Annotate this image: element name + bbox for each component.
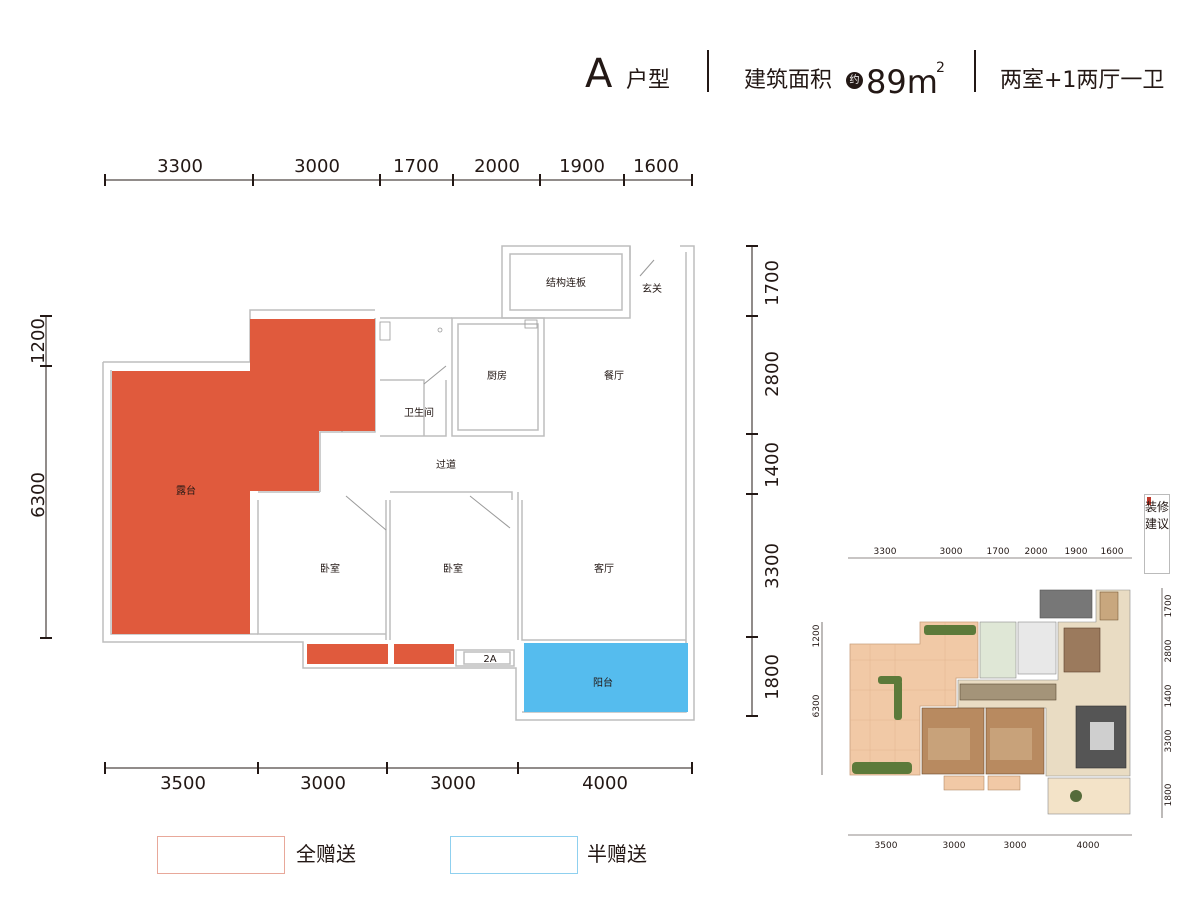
mini-top-dim-label: 3300 (874, 547, 897, 557)
area-unit-superscript: 2 (936, 60, 945, 76)
room-label-bedroom: 卧室 (443, 562, 463, 575)
room-label-bedroom: 卧室 (320, 562, 340, 575)
legend-label-half-gift: 半赠送 (587, 842, 647, 866)
right-dimension-line: 1700 2800 1400 3300 1800 (746, 245, 780, 717)
furnished-plan-thumbnail: 3300 3000 1700 2000 1900 1600 3500 3000 … (800, 535, 1200, 855)
top-dim-label: 1900 (559, 156, 605, 177)
mini-balcony (1047, 777, 1131, 815)
legend-label-full-gift: 全赠送 (296, 842, 356, 866)
mini-right-dim-label: 1800 (1164, 783, 1174, 806)
mini-bathroom (979, 621, 1017, 679)
mini-coffee-table (1090, 722, 1114, 750)
mini-top-dim-label: 1900 (1065, 547, 1088, 557)
fixtures (379, 319, 538, 341)
mini-top-dim-label: 1700 (987, 547, 1010, 557)
mini-bay-window-2 (987, 775, 1021, 791)
mini-structure-slab (1039, 589, 1093, 619)
bottom-dim-label: 3500 (160, 773, 206, 794)
balcony-area (524, 643, 688, 712)
left-dim-label: 6300 (28, 472, 49, 518)
floor-plan-svg: 3300 3000 1700 2000 1900 1600 3500 3000 … (28, 156, 780, 794)
top-dimension-line: 3300 3000 1700 2000 1900 1600 (104, 156, 693, 186)
seal-mark (1147, 497, 1151, 505)
mini-top-dim-label: 1600 (1101, 547, 1124, 557)
header-separator (707, 50, 709, 92)
doors (341, 259, 655, 531)
decoration-suggestion-tag: 装修建议 (1144, 494, 1170, 574)
bedroom2-bay-window (394, 644, 454, 664)
room-label-balcony: 阳台 (593, 676, 613, 689)
mini-left-dim-label: 6300 (812, 694, 822, 717)
mini-bottom-dim-label: 4000 (1077, 841, 1100, 851)
mini-top-dimension-line: 3300 3000 1700 2000 1900 1600 (848, 547, 1132, 559)
legend-swatch-full-gift (157, 836, 285, 874)
area-label: 建筑面积 (744, 68, 833, 93)
top-dim-label: 3300 (157, 156, 203, 177)
mini-right-dim-label: 1400 (1164, 684, 1174, 707)
right-dim-label: 1400 (762, 442, 780, 488)
mini-bay-window-1 (943, 775, 985, 791)
mini-terrace-grid (850, 622, 978, 775)
room-label-dining: 餐厅 (604, 369, 624, 382)
mini-entrance-cabinet (1099, 591, 1119, 621)
mini-bottom-dim-label: 3000 (943, 841, 966, 851)
right-dim-label: 1700 (762, 260, 780, 306)
bottom-dim-label: 3000 (430, 773, 476, 794)
top-dim-label: 1700 (393, 156, 439, 177)
mini-plants (852, 625, 976, 774)
mini-left-dim-label: 1200 (812, 624, 822, 647)
mini-terrace (849, 621, 979, 776)
top-dim-label: 1600 (633, 156, 679, 177)
mini-bottom-dim-label: 3000 (1004, 841, 1027, 851)
room-label-living: 客厅 (594, 562, 614, 575)
mini-right-dim-label: 2800 (1164, 639, 1174, 662)
mini-top-dim-label: 3000 (940, 547, 963, 557)
area-value: 89m (866, 63, 938, 101)
mini-right-dim-label: 1700 (1164, 594, 1174, 617)
mini-bottom-dim-label: 3500 (875, 841, 898, 851)
mini-bed-2 (990, 728, 1032, 760)
floor-plan: 3300 3000 1700 2000 1900 1600 3500 3000 … (0, 140, 780, 800)
top-dim-label: 3000 (294, 156, 340, 177)
room-label-structure-slab: 结构连板 (546, 276, 586, 289)
terrace-area (112, 319, 375, 634)
unit-type: 户型 (626, 68, 671, 93)
room-label-terrace: 露台 (176, 484, 196, 497)
bottom-dim-label: 4000 (582, 773, 628, 794)
room-label-bathroom: 卫生间 (404, 406, 434, 419)
ac-unit-label: 2A (483, 654, 496, 665)
room-label-corridor: 过道 (436, 458, 456, 471)
mini-kitchen (1017, 621, 1057, 675)
bottom-dimension-line: 3500 3000 3000 4000 (104, 762, 693, 794)
bedroom1-bay-window (307, 644, 388, 664)
mini-dining-table (1063, 627, 1101, 673)
mini-left-dimension-line: 1200 6300 (812, 622, 823, 775)
mini-bed-1 (928, 728, 970, 760)
legend: 全赠送 半赠送 (150, 830, 710, 880)
mini-right-dimension-line: 1700 2800 1400 3300 1800 (1161, 588, 1174, 818)
mini-right-dim-label: 3300 (1164, 729, 1174, 752)
header-separator (974, 50, 976, 92)
top-dim-label: 2000 (474, 156, 520, 177)
right-dim-label: 2800 (762, 351, 780, 397)
left-dimension-line: 1200 6300 (28, 315, 52, 639)
approx-badge: 约 (846, 72, 863, 89)
header: A 户型 建筑面积 约 89m 2 两室+1两厅一卫 (0, 0, 1200, 110)
left-dim-label: 1200 (28, 318, 49, 364)
decoration-suggestion-text: 装修建议 (1145, 500, 1170, 531)
furnished-plan-svg: 3300 3000 1700 2000 1900 1600 3500 3000 … (812, 547, 1174, 851)
unit-letter: A (585, 51, 613, 97)
right-dim-label: 3300 (762, 543, 780, 589)
right-dim-label: 1800 (762, 654, 780, 700)
mini-top-dim-label: 2000 (1025, 547, 1048, 557)
bottom-dim-label: 3000 (300, 773, 346, 794)
room-label-entrance: 玄关 (642, 282, 662, 295)
mini-corridor-cabinet (959, 683, 1057, 701)
mini-bottom-dimension-line: 3500 3000 3000 4000 (848, 834, 1132, 851)
legend-swatch-half-gift (450, 836, 578, 874)
room-label-kitchen: 厨房 (487, 369, 507, 382)
layout-summary: 两室+1两厅一卫 (1000, 68, 1165, 93)
mini-balcony-table (1070, 790, 1082, 802)
